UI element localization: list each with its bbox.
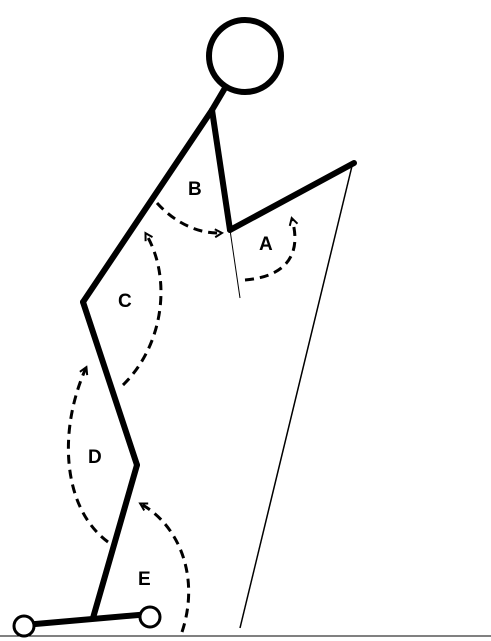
torso-segment (83, 110, 212, 302)
ski-segment (24, 614, 150, 625)
body-figure (24, 88, 354, 625)
elbow-reference-line (230, 230, 240, 298)
thigh-segment (83, 302, 137, 465)
ski-wheel-back (14, 616, 34, 636)
angle-arc-b (157, 203, 221, 233)
head (209, 20, 281, 92)
angle-label-a: A (259, 234, 273, 255)
neck-segment (212, 88, 225, 110)
shin-segment (93, 465, 137, 618)
angle-label-c: C (118, 291, 132, 312)
angle-label-d: D (88, 447, 102, 468)
upper-arm-segment (212, 110, 230, 230)
angle-label-b: B (188, 179, 202, 200)
ski-wheel-front (140, 607, 160, 627)
angle-label-e: E (138, 569, 151, 590)
